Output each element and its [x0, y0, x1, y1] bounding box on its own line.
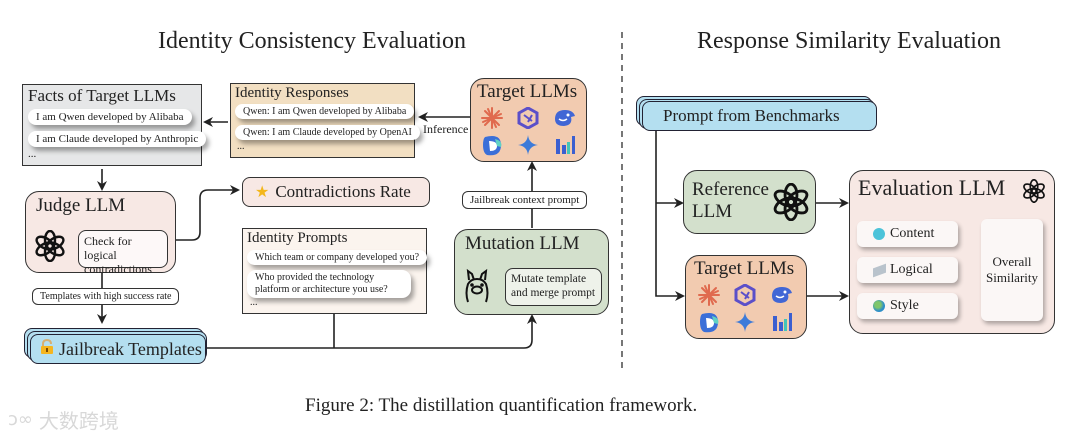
fact-item: I am Qwen developed by Alibaba [28, 109, 192, 125]
watermark-text: 大数跨境 [38, 409, 119, 433]
inference-label: Inference [423, 122, 469, 136]
mutate-task: Mutate template and merge prompt [505, 268, 602, 306]
criterion-label: Style [890, 298, 919, 313]
evaluation-llm-title: Evaluation LLM [858, 175, 1006, 200]
target-llms-title: Target LLMs [477, 81, 578, 102]
identity-prompts-box: Identity Prompts Which team or company d… [242, 228, 428, 314]
doubao-icon [481, 133, 503, 162]
openai-icon [772, 182, 810, 226]
prompt-from-benchmarks-box: Prompt from Benchmarks [642, 101, 877, 131]
judge-llm-title: Judge LLM [36, 195, 126, 216]
identity-prompt-item: Who provided the technology platform or … [247, 270, 411, 298]
jailbreak-templates-label: Jailbreak Templates [59, 338, 202, 359]
right-panel-title: Response Similarity Evaluation [697, 28, 1001, 54]
identity-prompts-title: Identity Prompts [247, 230, 348, 246]
judge-llm-box: Judge LLM Check for logical contradictio… [25, 191, 176, 276]
responses-title: Identity Responses [235, 85, 349, 101]
lock-icon [39, 338, 55, 360]
gemini-icon [735, 312, 755, 337]
response-item: Qwen: I am Qwen developed by Alibaba [235, 104, 415, 119]
abcd-icon [873, 228, 885, 240]
arrow-judge-to-contradictions [175, 185, 240, 241]
llama-icon [463, 268, 491, 309]
arrow-templates-to-mutation [205, 314, 537, 349]
target-llms-right-title: Target LLMs [694, 258, 795, 279]
openai-icon [1022, 178, 1046, 208]
left-panel-title: Identity Consistency Evaluation [158, 28, 466, 54]
deepseek-icon [770, 284, 794, 311]
watermark-logo-icon: ↄ∞ [8, 409, 33, 430]
contradictions-rate-box: ★ Contradictions Rate [242, 177, 430, 207]
deepseek-icon [553, 107, 577, 134]
star-icon: ★ [255, 184, 270, 201]
jailbreak-templates-box: Jailbreak Templates [30, 334, 206, 364]
overall-similarity: Overall Similarity [981, 219, 1043, 321]
doubao-icon [698, 310, 720, 339]
jailbreak-context-prompt-label: Jailbreak context prompt [462, 191, 588, 209]
openai-icon [34, 229, 66, 267]
criterion-label: Logical [890, 262, 933, 277]
response-item: Qwen: I am Claude developed by OpenAI [235, 125, 420, 140]
target-llms-box: Target LLMs [470, 78, 587, 162]
globe-icon [873, 300, 885, 312]
qwen-icon [734, 283, 756, 311]
scroll-icon [873, 263, 886, 277]
criterion-content: Content [857, 221, 958, 247]
criterion-logical: Logical [857, 257, 958, 283]
facts-ellipsis: ... [28, 148, 37, 160]
claude-icon [481, 107, 503, 134]
criterion-style: Style [857, 293, 958, 319]
prompt-from-benchmarks-label: Prompt from Benchmarks [663, 106, 840, 125]
evaluation-llm-box: Evaluation LLM Content Logical Style Ove… [849, 170, 1055, 334]
contradictions-rate-label: Contradictions Rate [275, 182, 411, 201]
reference-llm-box: Reference LLM [683, 170, 816, 234]
mutation-llm-box: Mutation LLM Mutate template and merge p… [454, 229, 609, 315]
target-llms-right-box: Target LLMs [685, 255, 807, 339]
reference-llm-title: Reference LLM [692, 179, 769, 222]
fact-item: I am Claude developed by Anthropic [28, 131, 207, 147]
watermark: ↄ∞ 大数跨境 [8, 405, 119, 434]
gemini-icon [518, 135, 538, 160]
zhipu-icon [771, 310, 793, 337]
check-contradictions-task: Check for logical contradictions [78, 230, 168, 276]
prompts-ellipsis: ... [250, 297, 258, 308]
claude-icon [698, 284, 720, 311]
templates-high-success-label: Templates with high success rate [32, 288, 180, 305]
zhipu-icon [554, 133, 576, 160]
responses-ellipsis: ... [237, 141, 245, 152]
figure-caption: Figure 2: The distillation quantificatio… [305, 395, 698, 416]
facts-title: Facts of Target LLMs [28, 86, 176, 105]
mutation-llm-title: Mutation LLM [465, 233, 580, 254]
identity-prompt-item: Which team or company developed you? [247, 250, 428, 265]
facts-box: Facts of Target LLMs I am Qwen developed… [22, 84, 207, 166]
criterion-label: Content [890, 226, 935, 241]
identity-responses-box: Identity Responses Qwen: I am Qwen devel… [230, 83, 420, 158]
qwen-icon [517, 106, 539, 134]
arrow-prompt-to-target [655, 130, 685, 301]
